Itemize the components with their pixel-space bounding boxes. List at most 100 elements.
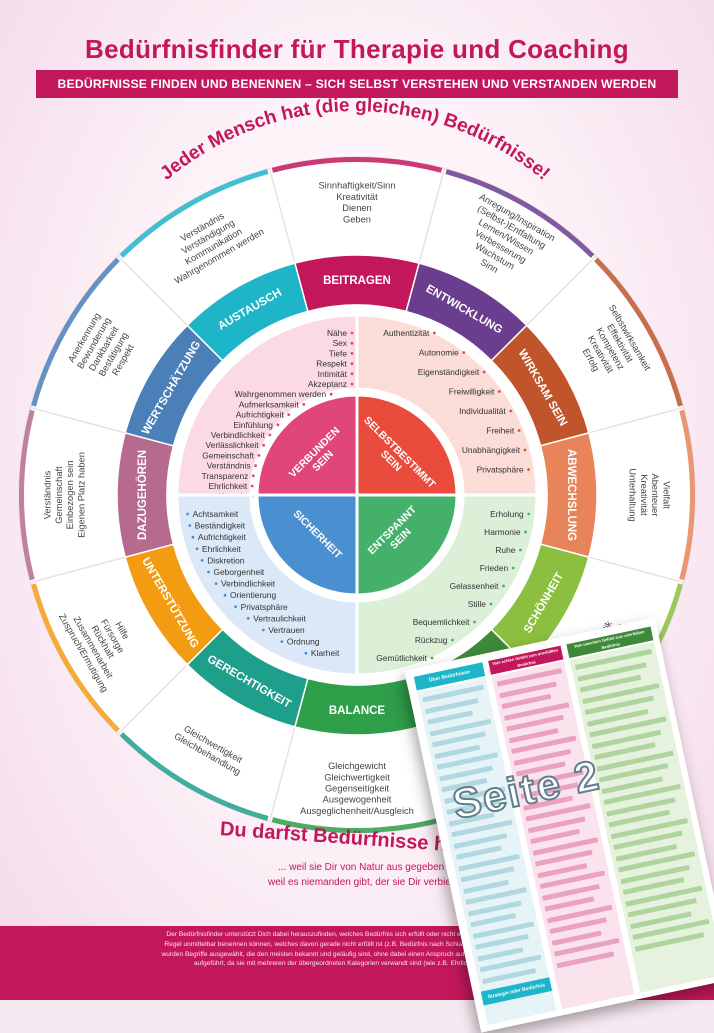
band-label-dazugehoeren: DAZUGEHÖREN bbox=[136, 450, 149, 540]
bullet-dot bbox=[302, 403, 306, 406]
quadrant-item: Verbindlichkeit bbox=[211, 430, 266, 440]
bullet-dot bbox=[200, 559, 204, 562]
band-label-abwechslung: ABWECHSLUNG bbox=[565, 449, 577, 541]
quadrant-item: Aufrichtigkeit bbox=[236, 410, 285, 420]
need-item: Ausgeglichenheit/Ausgleich bbox=[300, 806, 414, 816]
bullet-dot bbox=[186, 512, 190, 516]
need-item: Gegenseitigkeit bbox=[325, 784, 390, 794]
footer-line-3: wurden Begriffe ausgewählt, die den meis… bbox=[161, 950, 553, 958]
band-label-beitragen: BEITRAGEN bbox=[323, 275, 391, 287]
quadrant-item: Respekt bbox=[316, 359, 347, 369]
cell-edge-beitragen bbox=[271, 157, 443, 173]
quadrant-item: Unabhängigkeit bbox=[462, 445, 521, 455]
quadrant-item: Ehrlichkeit bbox=[202, 544, 241, 554]
footer-line-1: Der Bedürfnisfinder unterstützt Dich dab… bbox=[166, 931, 548, 938]
subtitle-bar: BEDÜRFNISSE FINDEN UND BENENNEN – SICH S… bbox=[36, 70, 678, 98]
quadrant-item: Authentizität bbox=[383, 328, 430, 338]
quadrant-item: Sex bbox=[333, 338, 348, 348]
quadrant-item: Eigenständigkeit bbox=[418, 367, 480, 377]
need-item: Eigenen Platz haben bbox=[76, 452, 86, 538]
bullet-dot bbox=[246, 617, 250, 620]
need-item: Gemeinschaft bbox=[54, 466, 64, 524]
quadrant-item: Achtsamkeit bbox=[193, 509, 239, 519]
quadrant-verbunden-sein bbox=[175, 313, 359, 497]
cell-edge-balance bbox=[271, 817, 443, 833]
bullet-dot bbox=[254, 464, 257, 467]
quadrant-item: Ordnung bbox=[287, 637, 320, 647]
bullet-dot bbox=[251, 474, 255, 478]
quadrant-item: Gelassenheit bbox=[450, 581, 500, 591]
need-item: Vielfalt bbox=[661, 481, 671, 509]
bullet-dot bbox=[261, 628, 265, 632]
bullet-dot bbox=[250, 484, 254, 488]
bullet-dot bbox=[329, 392, 333, 396]
bullet-dot bbox=[287, 413, 291, 416]
quadrant-item: Rückzug bbox=[415, 635, 448, 645]
band-label-balance: BALANCE bbox=[329, 705, 386, 717]
quadrant-item: Diskretion bbox=[207, 555, 245, 565]
bullet-dot bbox=[268, 433, 272, 437]
quadrant-item: Nähe bbox=[327, 328, 347, 338]
footer-line-2: Regel unmittelbar benennen können, welch… bbox=[164, 940, 550, 948]
quadrant-item: Verbindlichkeit bbox=[221, 579, 276, 589]
cell-edge-schoenheit bbox=[594, 583, 683, 733]
quadrant-item: Individualität bbox=[459, 406, 506, 416]
need-item: Abenteuer bbox=[650, 474, 660, 517]
bullet-dot bbox=[517, 429, 521, 432]
core-selbstbestimmt-sein bbox=[355, 393, 459, 497]
bullet-dot bbox=[527, 512, 531, 516]
need-item: Kreativität bbox=[639, 474, 649, 516]
quadrant-item: Vertraulichkeit bbox=[253, 613, 306, 623]
cell-items-beitragen: Sinnhaftigkeit/SinnKreativitätDienenGebe… bbox=[318, 181, 395, 225]
cell-edge-austausch bbox=[119, 169, 269, 258]
bullet-dot bbox=[497, 390, 501, 393]
footer-line-4: aufgeführt, da sie mit mehreren der über… bbox=[193, 960, 521, 968]
need-item: Unterhaltung bbox=[628, 468, 638, 521]
quadrant-item: Verlässlichkeit bbox=[206, 440, 260, 450]
bullet-dot bbox=[482, 370, 486, 374]
quadrant-item: Transparenz bbox=[202, 471, 249, 481]
need-item: Kreativität bbox=[336, 192, 378, 202]
quadrant-item: Akzeptanz bbox=[308, 379, 347, 389]
quadrant-item: Harmonie bbox=[484, 527, 521, 537]
quadrant-item: Einfühlung bbox=[233, 420, 273, 430]
quadrant-item: Geborgenheit bbox=[214, 567, 265, 577]
bullet-dot bbox=[451, 638, 454, 642]
bullet-dot bbox=[527, 468, 530, 471]
quadrant-selbstbestimmt-sein bbox=[355, 313, 539, 497]
bullet-dot bbox=[350, 341, 354, 345]
bullet-dot bbox=[214, 582, 218, 585]
bullet-dot bbox=[350, 382, 354, 386]
bullet-dot bbox=[191, 535, 195, 539]
quadrant-item: Stille bbox=[468, 599, 486, 609]
quadrant-item: Wahrgenommen werden bbox=[235, 389, 327, 399]
quadrant-item: Freiwilligkeit bbox=[449, 387, 495, 397]
closing-line-2: weil es niemanden gibt, der sie Dir verb… bbox=[268, 877, 493, 888]
cell-edge-dazugehoeren bbox=[18, 409, 35, 581]
bullet-dot bbox=[430, 656, 434, 660]
quadrant-item: Autonomie bbox=[419, 348, 459, 358]
quadrant-item: Aufmerksamkeit bbox=[239, 399, 300, 409]
quadrant-item: Ruhe bbox=[495, 545, 515, 555]
bullet-dot bbox=[207, 570, 210, 574]
closing-line-1: ... weil sie Dir von Natur aus gegeben s… bbox=[278, 862, 485, 873]
quadrant-item: Beständigkeit bbox=[195, 521, 246, 531]
cell-edge-unterstuetzung bbox=[31, 583, 120, 733]
bullet-dot bbox=[462, 351, 466, 354]
bullet-dot bbox=[350, 331, 354, 335]
cell-edge-abwechslung bbox=[679, 409, 695, 581]
quadrant-item: Intimität bbox=[318, 369, 348, 379]
cell-edge-wertschaetzung bbox=[31, 257, 120, 407]
bullet-dot bbox=[489, 602, 493, 606]
quadrant-item: Klarheit bbox=[311, 648, 340, 658]
bullet-dot bbox=[188, 524, 192, 527]
cell-edge-wirksam-sein bbox=[594, 257, 683, 407]
bullet-dot bbox=[523, 448, 527, 452]
quadrant-item: Frieden bbox=[480, 563, 509, 573]
bullet-dot bbox=[502, 584, 505, 588]
bullet-dot bbox=[432, 331, 436, 335]
quadrant-entspannt-sein bbox=[355, 493, 539, 677]
bullet-dot bbox=[234, 605, 238, 609]
